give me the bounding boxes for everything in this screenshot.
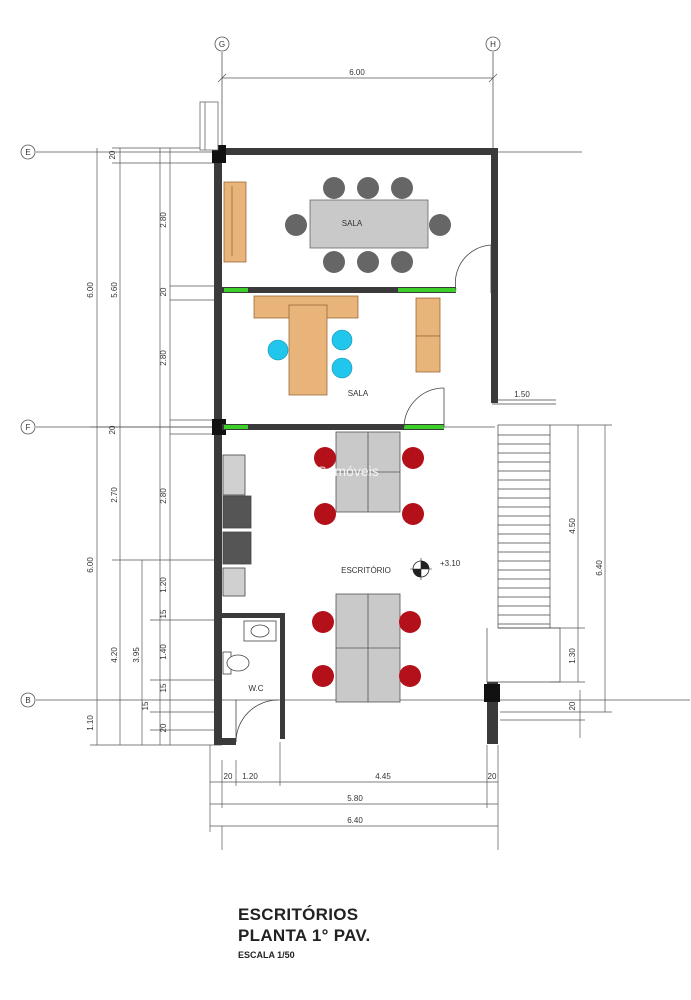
svg-text:20: 20 — [159, 287, 168, 296]
sala-table-label: SALA — [342, 219, 363, 228]
svg-text:5.60: 5.60 — [110, 282, 119, 298]
svg-text:1.20: 1.20 — [242, 772, 258, 781]
dimension-right-chains — [500, 424, 612, 738]
title-line-1: ESCRITÓRIOS — [238, 905, 359, 924]
workstation-bottom — [335, 593, 401, 703]
title-line-2: PLANTA 1° PAV. — [238, 926, 371, 945]
grid-marker-b: B — [20, 692, 36, 708]
meeting-table — [309, 199, 429, 249]
meeting-chairs — [285, 177, 451, 273]
svg-text:20: 20 — [224, 772, 233, 781]
office-chairs-cyan — [267, 329, 353, 379]
svg-text:G: G — [219, 40, 225, 49]
svg-text:2.80: 2.80 — [159, 488, 168, 504]
office-chairs-red — [312, 447, 424, 687]
svg-text:15: 15 — [159, 683, 168, 692]
title-scale: ESCALA 1/50 — [238, 950, 295, 960]
level-marker — [410, 558, 432, 580]
svg-text:3.95: 3.95 — [132, 647, 141, 663]
svg-text:1.40: 1.40 — [159, 644, 168, 660]
svg-text:5.80: 5.80 — [347, 794, 363, 803]
desk-l-shape — [253, 295, 359, 396]
svg-text:E: E — [25, 148, 30, 157]
svg-text:20: 20 — [108, 425, 117, 434]
svg-text:2.80: 2.80 — [159, 350, 168, 366]
svg-text:4.50: 4.50 — [568, 518, 577, 534]
appliances-left — [222, 454, 252, 597]
cabinet-left — [223, 181, 247, 263]
sala-label: SALA — [348, 389, 369, 398]
cabinet-right — [415, 297, 441, 373]
wc-toilet — [222, 651, 250, 675]
escritorio-label: ESCRITÓRIO — [341, 566, 391, 575]
svg-text:20: 20 — [159, 723, 168, 732]
svg-text:2.80: 2.80 — [159, 212, 168, 228]
grid-marker-h: H — [485, 36, 501, 52]
svg-text:1.10: 1.10 — [86, 715, 95, 731]
svg-text:6.00: 6.00 — [86, 557, 95, 573]
svg-text:1.20: 1.20 — [159, 577, 168, 593]
grid-marker-e: E — [20, 144, 36, 160]
svg-text:20: 20 — [568, 701, 577, 710]
svg-text:6.00: 6.00 — [86, 282, 95, 298]
svg-text:4.45: 4.45 — [375, 772, 391, 781]
title-block: ESCRITÓRIOS PLANTA 1° PAV. ESCALA 1/50 — [238, 904, 371, 960]
wc-sink — [243, 620, 277, 642]
svg-text:6.40: 6.40 — [347, 816, 363, 825]
watermark: S Imóveis — [317, 463, 378, 479]
dimension-left-labels: 6.00 6.00 1.10 5.60 2.70 4.20 3.95 2.80 … — [86, 150, 168, 732]
door-sala-2 — [403, 387, 445, 428]
svg-text:H: H — [490, 40, 496, 49]
svg-text:15: 15 — [159, 609, 168, 618]
stair-width-label: 1.50 — [514, 390, 530, 399]
glass-partitions — [222, 287, 456, 430]
svg-text:2.70: 2.70 — [110, 487, 119, 503]
wc-label: W.C — [248, 684, 263, 693]
dimension-right-labels: 4.50 1.30 6.40 20 — [568, 518, 604, 711]
wc-walls — [222, 613, 285, 739]
svg-text:20: 20 — [488, 772, 497, 781]
dimension-bottom-chains — [209, 742, 499, 850]
dimension-top — [217, 73, 498, 83]
outer-walls — [214, 148, 498, 745]
workstation-top — [335, 431, 401, 513]
door-sala — [454, 244, 492, 293]
svg-text:6.40: 6.40 — [595, 560, 604, 576]
level-label: +3.10 — [440, 559, 461, 568]
svg-text:F: F — [26, 423, 31, 432]
door-wc — [235, 699, 279, 743]
staircase — [486, 399, 561, 683]
svg-text:20: 20 — [108, 150, 117, 159]
svg-text:4.20: 4.20 — [110, 647, 119, 663]
grid-marker-g: G — [214, 36, 230, 52]
svg-text:1.30: 1.30 — [568, 648, 577, 664]
window-left-wall — [199, 101, 219, 151]
svg-text:15: 15 — [141, 701, 150, 710]
svg-text:B: B — [25, 696, 30, 705]
dimension-bottom-labels: 20 1.20 4.45 20 5.80 6.40 — [224, 772, 497, 825]
grid-marker-f: F — [20, 419, 36, 435]
dimension-top-label: 6.00 — [349, 68, 365, 77]
